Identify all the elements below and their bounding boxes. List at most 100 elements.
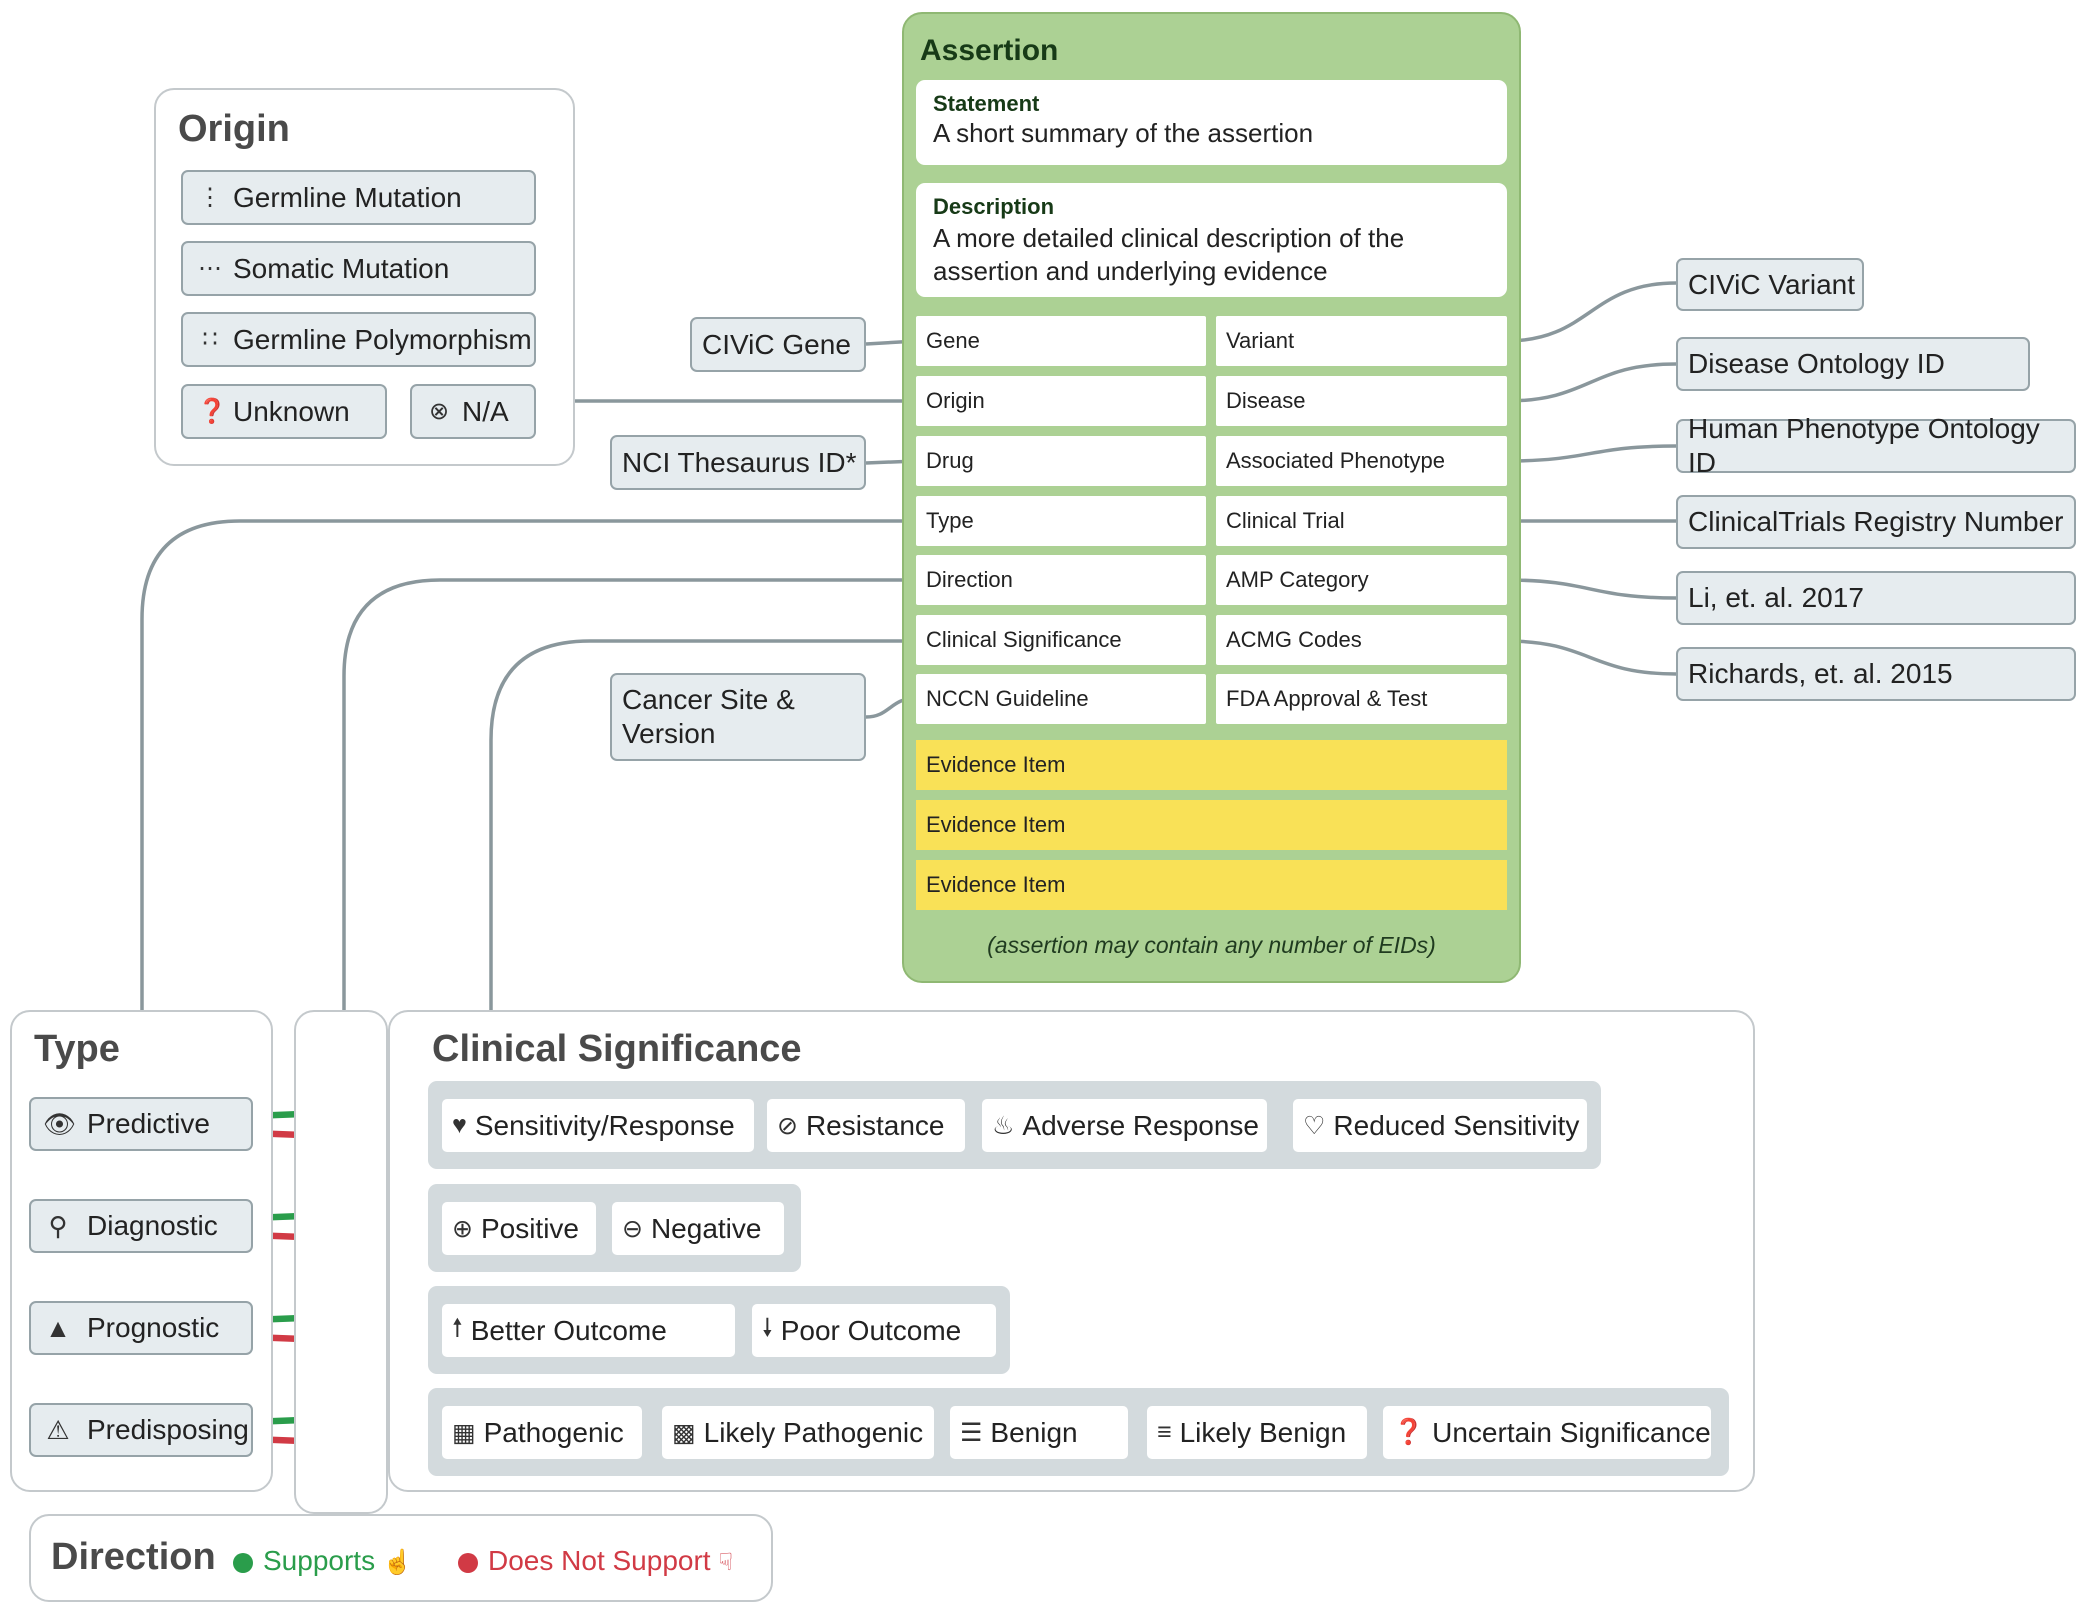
description-text-line2: assertion and underlying evidence [933, 256, 1328, 286]
origin-na[interactable]: ⊗ N/A [410, 384, 536, 439]
type-predictive[interactable]: 👁 Predictive [29, 1097, 253, 1151]
direction-supports[interactable]: Supports ☝ [233, 1545, 413, 1577]
ext-li-2017[interactable]: Li, et. al. 2017 [1676, 571, 2076, 625]
origin-unknown[interactable]: ❓ Unknown [181, 384, 387, 439]
clinsig-label: Poor Outcome [780, 1314, 962, 1346]
clinsig-resistance[interactable]: ⊘ Resistance [767, 1099, 965, 1152]
align-icon: ≡ [1157, 1418, 1172, 1446]
clinsig-likely-benign[interactable]: ≡ Likely Benign [1147, 1406, 1367, 1459]
field-type[interactable]: Type [916, 496, 1206, 546]
type-predisposing[interactable]: ⚠ Predisposing [29, 1403, 253, 1457]
field-nccn-guideline[interactable]: NCCN Guideline [916, 674, 1206, 724]
arrow-up-icon: 🠕 [452, 1314, 463, 1342]
type-item-label: Predisposing [87, 1414, 249, 1445]
ext-cancer-site[interactable]: Cancer Site & Version [610, 673, 866, 761]
field-clinical-significance[interactable]: Clinical Significance [916, 615, 1206, 665]
clinsig-uncertain-significance[interactable]: ❓ Uncertain Significance [1383, 1406, 1711, 1459]
direction-link-panel [294, 1010, 388, 1514]
clinical-significance-title: Clinical Significance [432, 1028, 802, 1070]
field-associated-phenotype[interactable]: Associated Phenotype [1216, 436, 1507, 486]
direction-title: Direction [51, 1536, 216, 1578]
connector-hpo [1505, 444, 1677, 463]
connector-direction [342, 578, 917, 1010]
direction-does-not-support[interactable]: Does Not Support ☟ [458, 1545, 733, 1577]
clinsig-sensitivity-response[interactable]: ♥ Sensitivity/Response [442, 1099, 754, 1152]
ext-civic-gene[interactable]: CIViC Gene [690, 317, 866, 372]
description-box[interactable]: Description A more detailed clinical des… [916, 183, 1507, 297]
clinsig-adverse-response[interactable]: ♨ Adverse Response [982, 1099, 1267, 1152]
clinsig-label: Better Outcome [470, 1314, 667, 1346]
ext-nci-thesaurus[interactable]: NCI Thesaurus ID* [610, 435, 866, 490]
origin-germline-mutation[interactable]: ⋮ Germline Mutation [181, 170, 536, 225]
origin-item-label: Unknown [233, 395, 350, 427]
heart-outline-icon: ♡ [1303, 1111, 1326, 1140]
heart-icon: ♥ [452, 1111, 467, 1139]
ext-clinicaltrials[interactable]: ClinicalTrials Registry Number [1676, 495, 2076, 549]
description-text-line1: A more detailed clinical description of … [933, 223, 1405, 253]
clinsig-label: Likely Pathogenic [703, 1416, 924, 1448]
clinsig-reduced-sensitivity[interactable]: ♡ Reduced Sensitivity [1293, 1099, 1587, 1152]
thumbs-down-icon: ☟ [718, 1549, 733, 1576]
origin-item-label: N/A [462, 395, 509, 427]
field-variant[interactable]: Variant [1216, 316, 1507, 366]
clinsig-benign[interactable]: ☰ Benign [950, 1406, 1128, 1459]
evidence-item[interactable]: Evidence Item [916, 800, 1507, 850]
type-prognostic[interactable]: ▲ Prognostic [29, 1301, 253, 1355]
does-not-support-label: Does Not Support [488, 1545, 711, 1576]
clinsig-label: Adverse Response [1022, 1109, 1259, 1141]
field-gene[interactable]: Gene [916, 316, 1206, 366]
clinsig-positive[interactable]: ⊕ Positive [442, 1202, 596, 1255]
plus-circle-icon: ⊕ [452, 1214, 473, 1243]
list-icon: ☰ [960, 1418, 983, 1447]
arrow-down-icon: 🠗 [762, 1314, 773, 1342]
ext-hpo[interactable]: Human Phenotype Ontology ID [1676, 413, 2076, 478]
clinsig-likely-pathogenic[interactable]: ▩ Likely Pathogenic [662, 1406, 934, 1459]
connector-clinsig [489, 639, 917, 1010]
clinsig-pathogenic[interactable]: ▦ Pathogenic [442, 1406, 642, 1459]
ban-icon: ⊘ [777, 1111, 798, 1140]
origin-somatic-mutation[interactable]: ⋯ Somatic Mutation [181, 241, 536, 296]
connector-type [140, 519, 917, 1010]
clinsig-better-outcome[interactable]: 🠕 Better Outcome [442, 1304, 735, 1357]
fire-icon: ♨ [992, 1111, 1015, 1140]
description-label: Description [933, 194, 1055, 219]
origin-germline-polymorphism[interactable]: ∷ Germline Polymorphism [181, 312, 536, 367]
field-clinical-trial[interactable]: Clinical Trial [1216, 496, 1507, 546]
eye-icon: 👁 [43, 1108, 77, 1139]
statement-box[interactable]: Statement A short summary of the asserti… [916, 80, 1507, 165]
clinsig-label: Negative [650, 1212, 762, 1244]
origin-title: Origin [178, 108, 290, 150]
ext-disease-ontology[interactable]: Disease Ontology ID [1676, 337, 2030, 391]
type-title: Type [34, 1028, 120, 1070]
type-item-label: Diagnostic [87, 1210, 218, 1241]
thumbs-up-icon: ☝ [382, 1549, 413, 1576]
assertion-title: Assertion [920, 34, 1059, 67]
field-origin[interactable]: Origin [916, 376, 1206, 426]
clinsig-negative[interactable]: ⊖ Negative [612, 1202, 784, 1255]
connector-disease-ontology [1505, 362, 1677, 403]
field-fda-approval[interactable]: FDA Approval & Test [1216, 674, 1507, 724]
type-diagnostic[interactable]: ⚲ Diagnostic [29, 1199, 253, 1253]
clinsig-label: Uncertain Significance [1432, 1416, 1711, 1448]
field-disease[interactable]: Disease [1216, 376, 1507, 426]
evidence-item[interactable]: Evidence Item [916, 860, 1507, 910]
field-direction[interactable]: Direction [916, 555, 1206, 605]
assertion-note: (assertion may contain any number of EID… [987, 932, 1436, 958]
field-acmg-codes[interactable]: ACMG Codes [1216, 615, 1507, 665]
origin-item-label: Germline Polymorphism [233, 323, 532, 355]
does-not-support-dot [458, 1552, 478, 1573]
supports-dot [233, 1552, 253, 1573]
clinsig-poor-outcome[interactable]: 🠗 Poor Outcome [752, 1304, 996, 1357]
minus-circle-icon: ⊖ [622, 1214, 643, 1243]
grid-nine-icon: ▦ [452, 1418, 476, 1447]
statement-text: A short summary of the assertion [933, 118, 1314, 148]
cancer-site-line1: Cancer Site & [622, 684, 795, 715]
field-amp-category[interactable]: AMP Category [1216, 555, 1507, 605]
type-item-label: Predictive [87, 1108, 210, 1139]
dot-grid-icon: ∷ [202, 326, 218, 353]
field-drug[interactable]: Drug [916, 436, 1206, 486]
ext-richards-2015[interactable]: Richards, et. al. 2015 [1676, 647, 2076, 701]
supports-label: Supports [263, 1545, 376, 1576]
evidence-item[interactable]: Evidence Item [916, 740, 1507, 790]
ext-civic-variant[interactable]: CIViC Variant [1676, 258, 1864, 311]
